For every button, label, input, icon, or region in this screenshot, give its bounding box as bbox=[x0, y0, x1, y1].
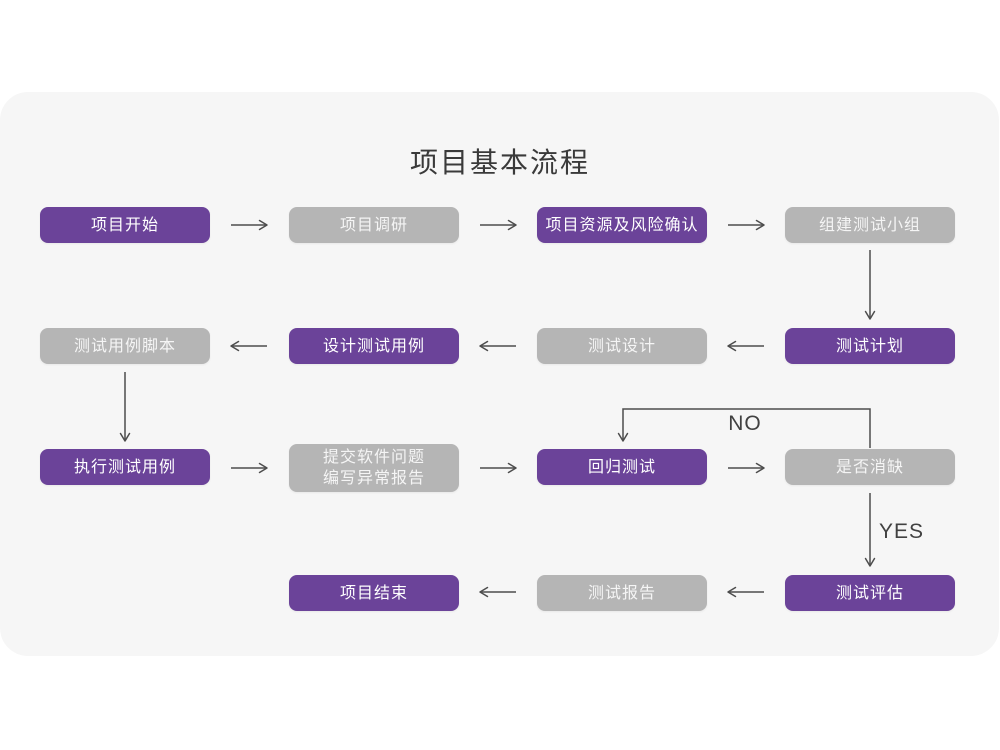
node-resource-risk: 项目资源及风险确认 bbox=[537, 207, 707, 243]
branch-label-yes: YES bbox=[879, 520, 925, 543]
node-build-test-team: 组建测试小组 bbox=[785, 207, 955, 243]
node-project-end: 项目结束 bbox=[289, 575, 459, 611]
node-project-research: 项目调研 bbox=[289, 207, 459, 243]
node-project-start: 项目开始 bbox=[40, 207, 210, 243]
branch-label-no: NO bbox=[728, 412, 762, 435]
node-design-test-case: 设计测试用例 bbox=[289, 328, 459, 364]
node-regression-test: 回归测试 bbox=[537, 449, 707, 485]
node-submit-issues: 提交软件问题 编写异常报告 bbox=[289, 444, 459, 492]
flowchart-card bbox=[0, 92, 999, 656]
node-defect-cleared: 是否消缺 bbox=[785, 449, 955, 485]
node-test-case-script: 测试用例脚本 bbox=[40, 328, 210, 364]
node-test-design: 测试设计 bbox=[537, 328, 707, 364]
node-test-evaluation: 测试评估 bbox=[785, 575, 955, 611]
node-test-plan: 测试计划 bbox=[785, 328, 955, 364]
node-execute-test-case: 执行测试用例 bbox=[40, 449, 210, 485]
node-test-report: 测试报告 bbox=[537, 575, 707, 611]
page-title: 项目基本流程 bbox=[409, 147, 590, 178]
